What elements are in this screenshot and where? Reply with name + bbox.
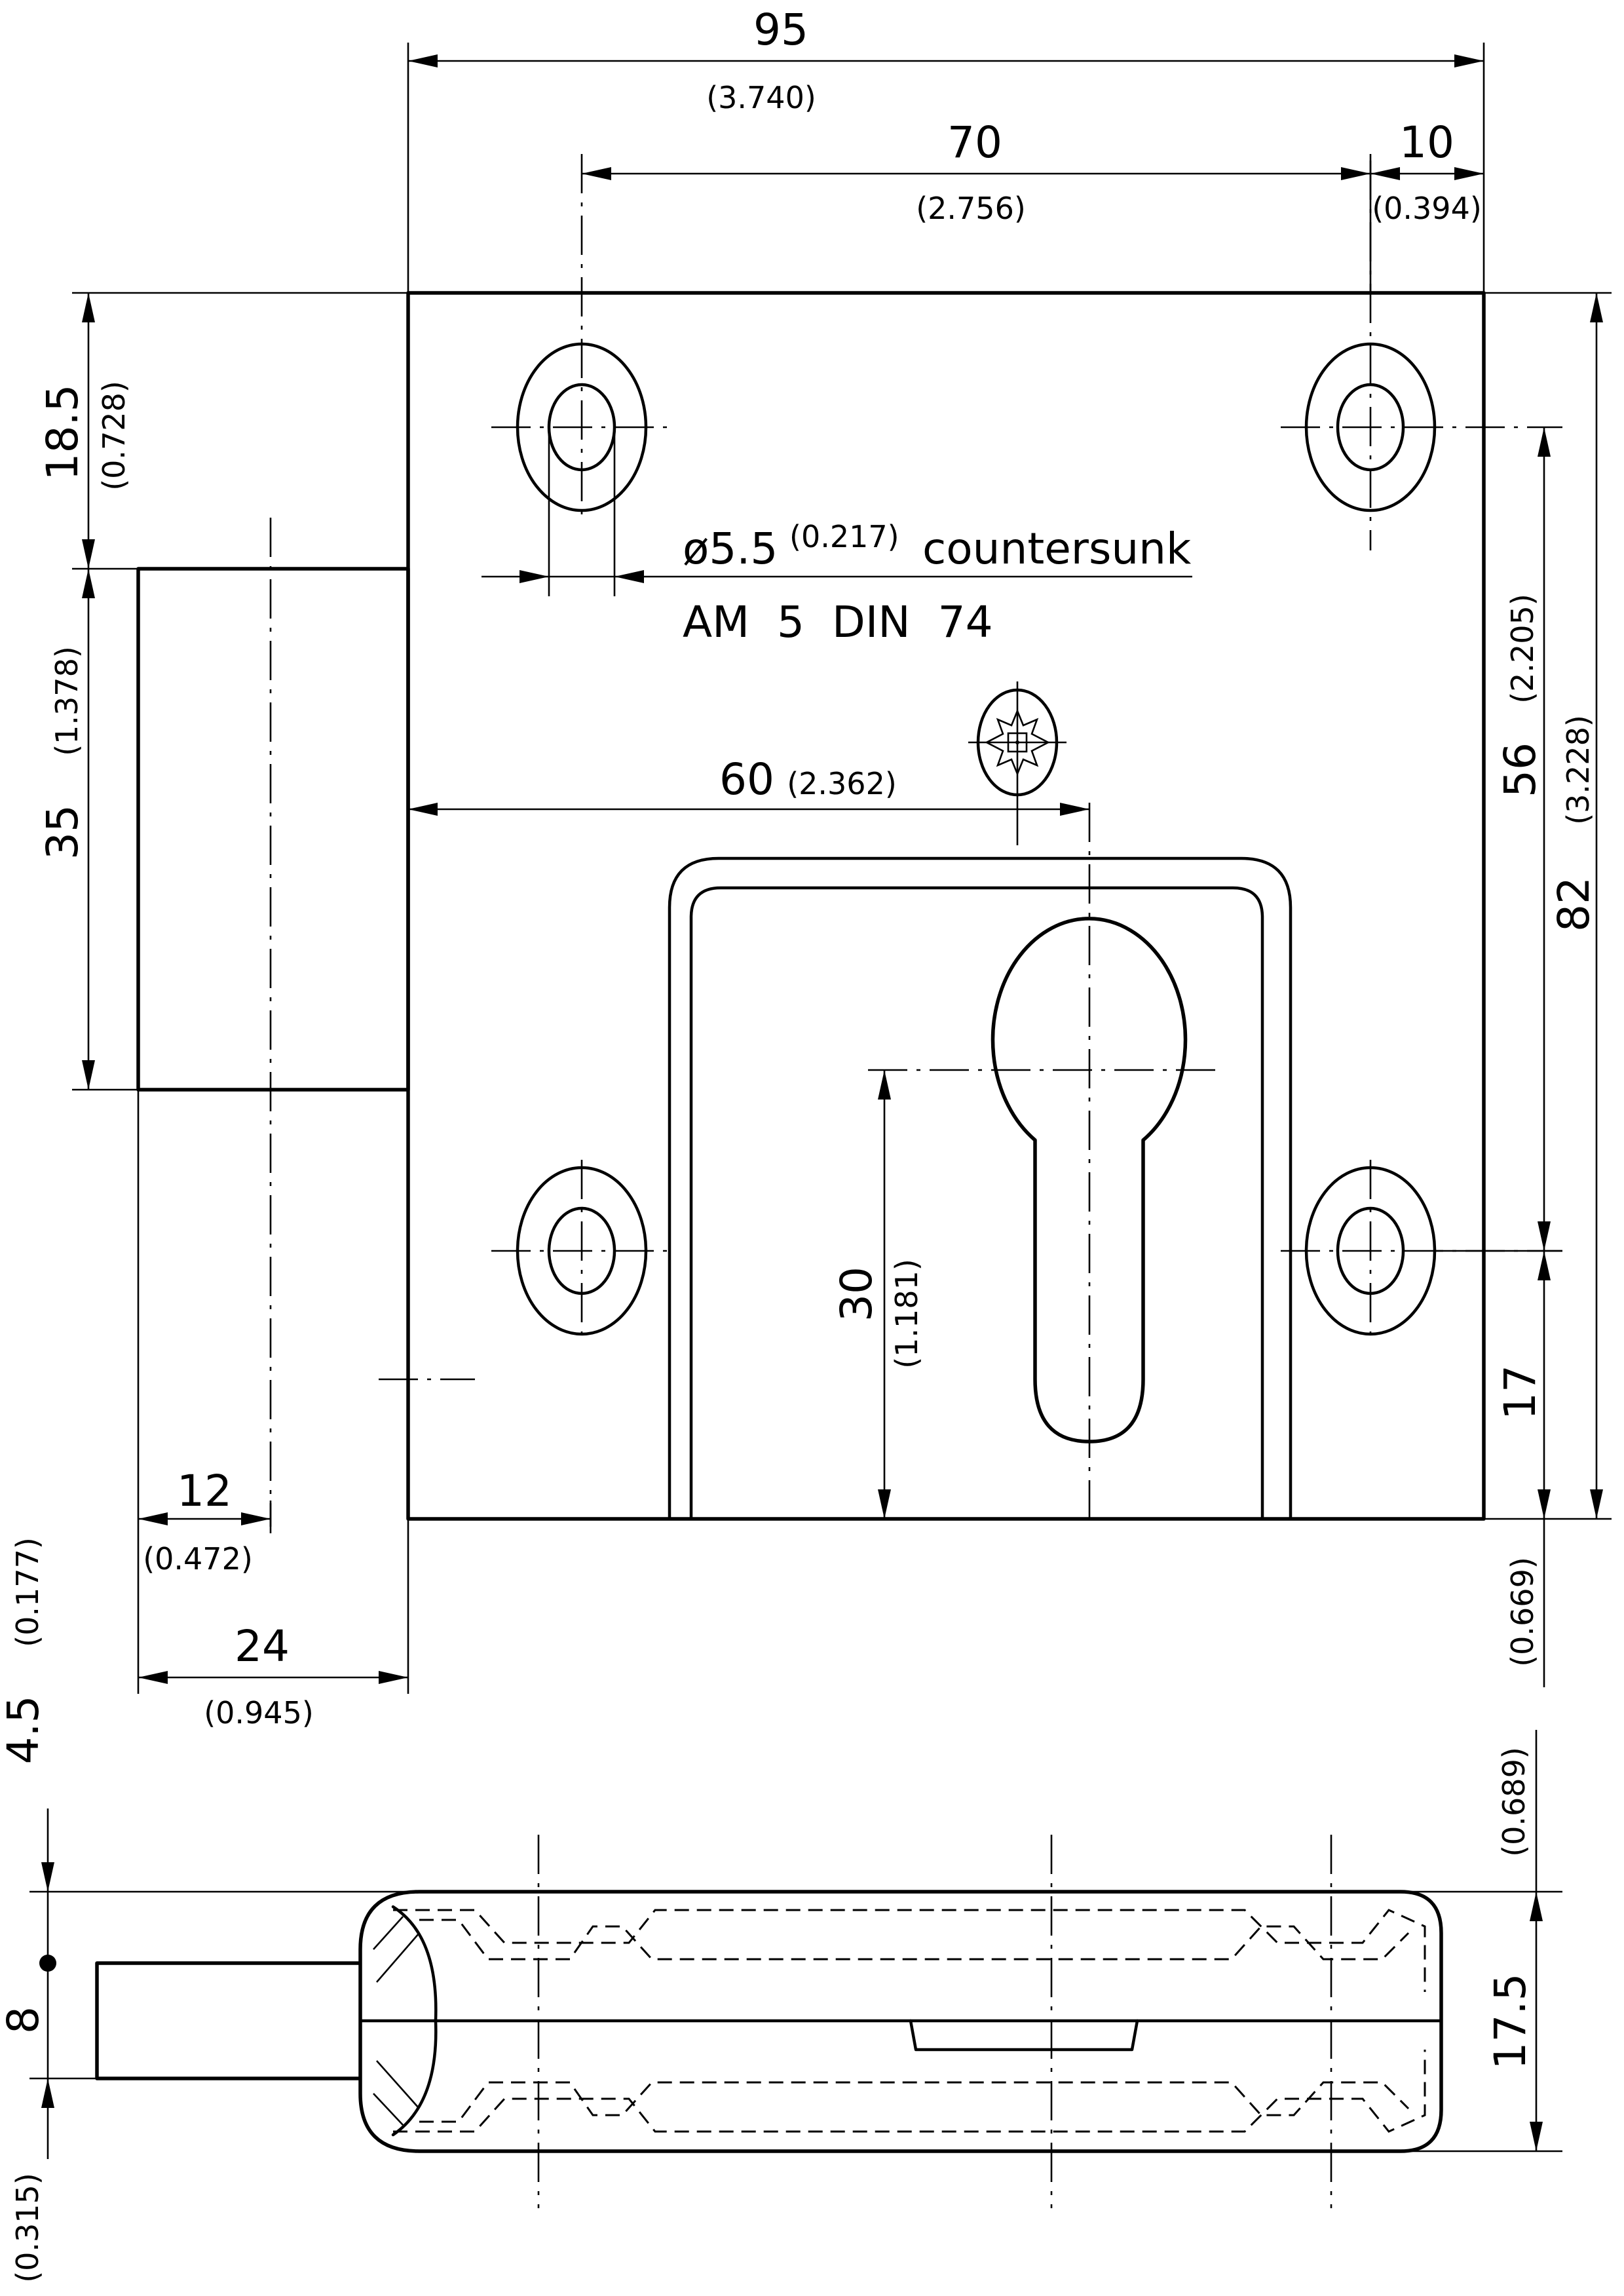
bolt <box>136 567 410 1092</box>
lock-plate <box>406 291 1486 1521</box>
side-wall-mark-2 <box>376 1932 420 1983</box>
follower-spindle <box>968 681 1067 845</box>
dim-70-value: 70 <box>947 117 1002 168</box>
dim-12-value: 12 <box>177 1466 232 1516</box>
side-bolt <box>95 1961 360 2080</box>
hole-type-label: countersunk <box>922 524 1192 574</box>
dim-35-inch: (1.378) <box>49 646 85 756</box>
dim-30-value: 30 <box>831 1267 882 1322</box>
side-wall-mark-1 <box>373 1916 404 1950</box>
dim-56-value: 56 <box>1495 742 1545 797</box>
side-hidden-lower-2 <box>419 2081 1410 2123</box>
mounting-hole-top-left <box>491 154 668 518</box>
dim-18-5-inch: (0.728) <box>96 381 132 491</box>
dim-24-value: 24 <box>235 1621 290 1672</box>
dim-95-inch: (3.740) <box>706 80 816 115</box>
dim-82-inch: (3.228) <box>1560 715 1596 825</box>
cylinder-recess-outer <box>668 856 1293 1521</box>
hole-diameter-value: ø5.5 <box>683 524 778 574</box>
mounting-hole-bottom-left <box>491 1160 668 1340</box>
dim-30-inch: (1.181) <box>889 1259 924 1369</box>
dimension-labels: 95 (3.740) 70 (2.756) 10 (0.394) 60 (2.3… <box>0 5 1599 2283</box>
mounting-hole-bottom-right <box>1281 1160 1562 1340</box>
dim-4-5-value: 4.5 <box>0 1696 48 1765</box>
hole-diameter-inch: (0.217) <box>789 519 899 554</box>
dim-56-inch: (2.205) <box>1505 594 1540 704</box>
dim-24-inch: (0.945) <box>204 1695 314 1731</box>
dim-8-inch: (0.315) <box>10 2173 45 2283</box>
side-body-outer <box>358 1890 1443 2153</box>
dim-10-value: 10 <box>1399 117 1454 168</box>
dim-82-value: 82 <box>1549 877 1599 932</box>
dim-4-5-inch: (0.177) <box>10 1537 45 1647</box>
side-view <box>39 1835 1443 2208</box>
dim-17-inch: (0.669) <box>1505 1557 1540 1667</box>
hole-standard-label: AM 5 DIN 74 <box>683 597 993 647</box>
cylinder-recess-inner <box>689 886 1264 1521</box>
dim-60-inch: (2.362) <box>787 766 897 801</box>
dim-60-value: 60 <box>719 754 774 805</box>
dim-17-value: 17 <box>1495 1365 1545 1420</box>
dim-12-inch: (0.472) <box>143 1541 253 1577</box>
dim-17-5-value: 17.5 <box>1485 1974 1536 2070</box>
dimension-lines <box>29 43 1612 2159</box>
dim-10-inch: (0.394) <box>1372 191 1482 226</box>
side-hidden-lower <box>393 2050 1426 2133</box>
dim-8-value: 8 <box>0 2006 48 2034</box>
dim-70-inch: (2.756) <box>916 191 1026 226</box>
dim-95-value: 95 <box>753 5 808 55</box>
dim-35-value: 35 <box>37 805 88 860</box>
side-wall-mark-4 <box>376 2060 420 2109</box>
dim-17-5-inch: (0.689) <box>1496 1747 1532 1857</box>
side-inner-wall <box>391 1905 438 2137</box>
side-notch <box>909 2019 1139 2052</box>
keyhole <box>991 917 1188 1444</box>
side-hidden-upper-2 <box>419 1919 1410 1961</box>
dim-18-5-value: 18.5 <box>37 385 88 481</box>
side-wall-mark-3 <box>373 2093 404 2126</box>
side-hidden-upper <box>393 1909 1426 1992</box>
